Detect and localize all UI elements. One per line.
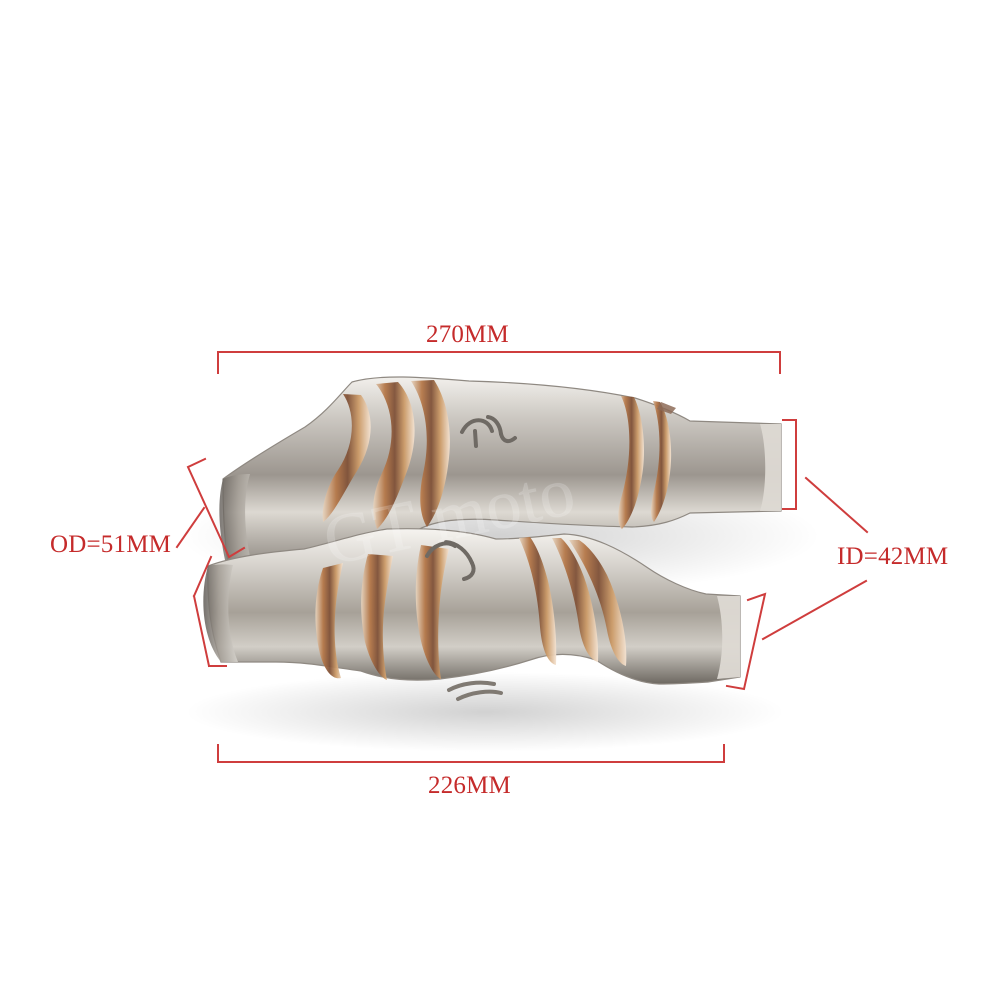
lower-weld-2 [361, 554, 393, 680]
inner-diameter-connector-lower [761, 579, 868, 641]
bottom-length-label: 226MM [428, 772, 511, 799]
lower-weld-4 [519, 537, 557, 665]
inner-diameter-connector-upper [804, 476, 869, 534]
lower-mount-bracket-top [425, 540, 476, 581]
inner-diameter-bracket-upper [782, 419, 797, 510]
outer-diameter-bracket-upper [186, 457, 246, 559]
outer-diameter-bracket-lower [192, 555, 227, 668]
top-length-dimension-line [217, 351, 781, 374]
lower-mount-bracket-bottom [447, 680, 503, 701]
lower-pipe-right-opening [717, 596, 740, 679]
lower-pipe-left-opening [203, 564, 238, 662]
lower-weld-1 [315, 563, 343, 679]
dimension-guides [175, 351, 869, 763]
lower-exhaust-pipe [203, 528, 741, 701]
lower-weld-3 [415, 545, 449, 679]
inner-diameter-bracket-lower [725, 592, 767, 691]
top-length-label: 270MM [426, 321, 509, 348]
lower-weld-6 [569, 540, 627, 666]
upper-weld-5 [651, 401, 672, 522]
bottom-length-dimension-line [217, 744, 725, 763]
lower-weld-5 [552, 538, 599, 662]
upper-weld-3 [411, 380, 450, 527]
upper-weld-4 [618, 396, 644, 529]
upper-side-tab [657, 402, 676, 414]
outer-diameter-connector [175, 506, 206, 549]
upper-pipe-right-opening [760, 424, 781, 511]
upper-mount-bracket [460, 415, 517, 448]
upper-weld-2 [373, 382, 415, 529]
upper-weld-1 [322, 394, 371, 522]
inner-diameter-label: ID=42MM [837, 543, 949, 570]
outer-diameter-label: OD=51MM [50, 531, 172, 558]
